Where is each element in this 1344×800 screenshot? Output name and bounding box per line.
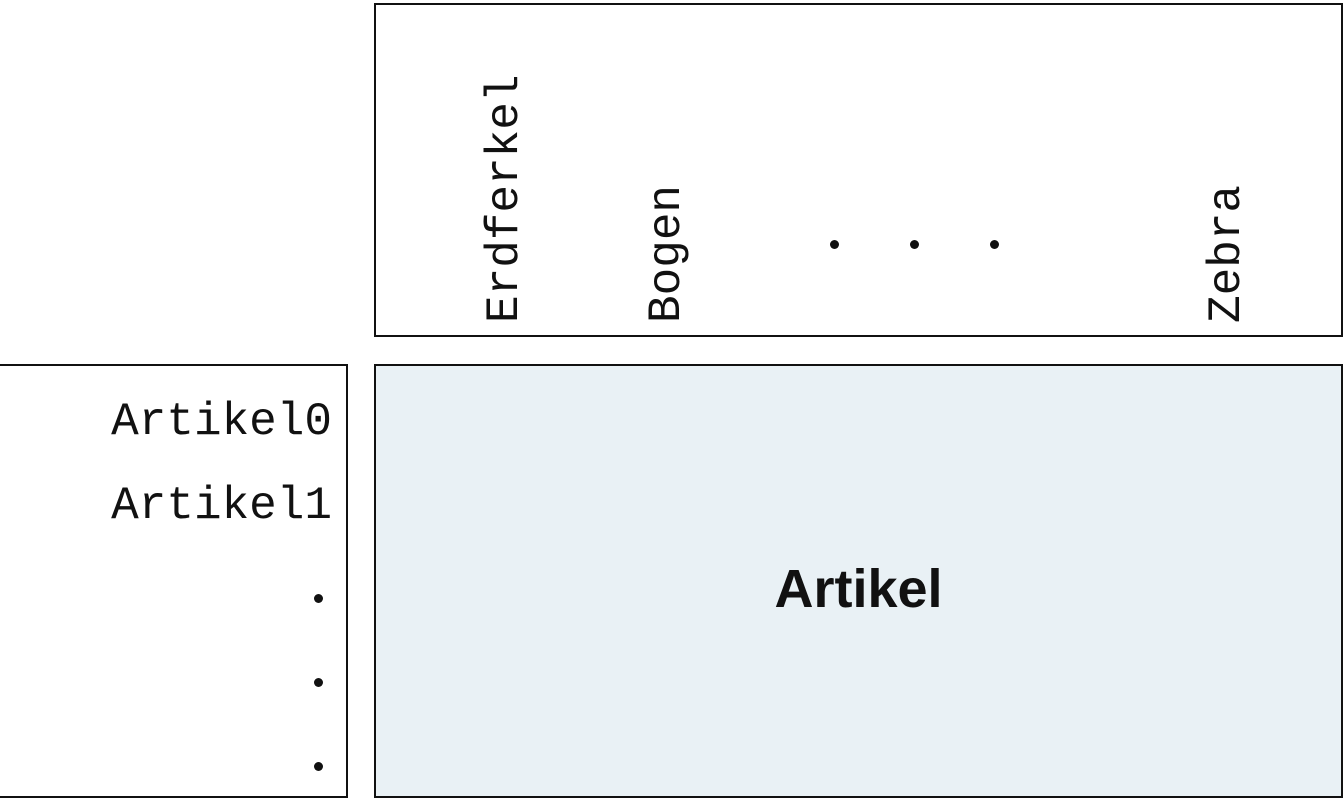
matrix-label: Artikel [774,559,943,619]
column-label-erdferkel: Erdferkel [479,74,531,323]
column-header-box: Erdferkel Bogen Zebra [374,3,1343,337]
column-label-bogen: Bogen [641,184,693,323]
row-header-box: Artikel0 Artikel1 [0,364,348,798]
column-ellipsis-dot [990,240,999,249]
row-ellipsis-dot [314,594,323,603]
column-ellipsis-dot [830,240,839,249]
row-ellipsis-dot [314,678,323,687]
column-ellipsis-dot [910,240,919,249]
matrix-box: Artikel [374,364,1343,798]
row-ellipsis-dot [314,762,323,771]
row-label-artikel0: Artikel0 [111,396,332,448]
column-label-zebra: Zebra [1201,184,1253,323]
row-label-artikel1: Artikel1 [111,480,332,532]
